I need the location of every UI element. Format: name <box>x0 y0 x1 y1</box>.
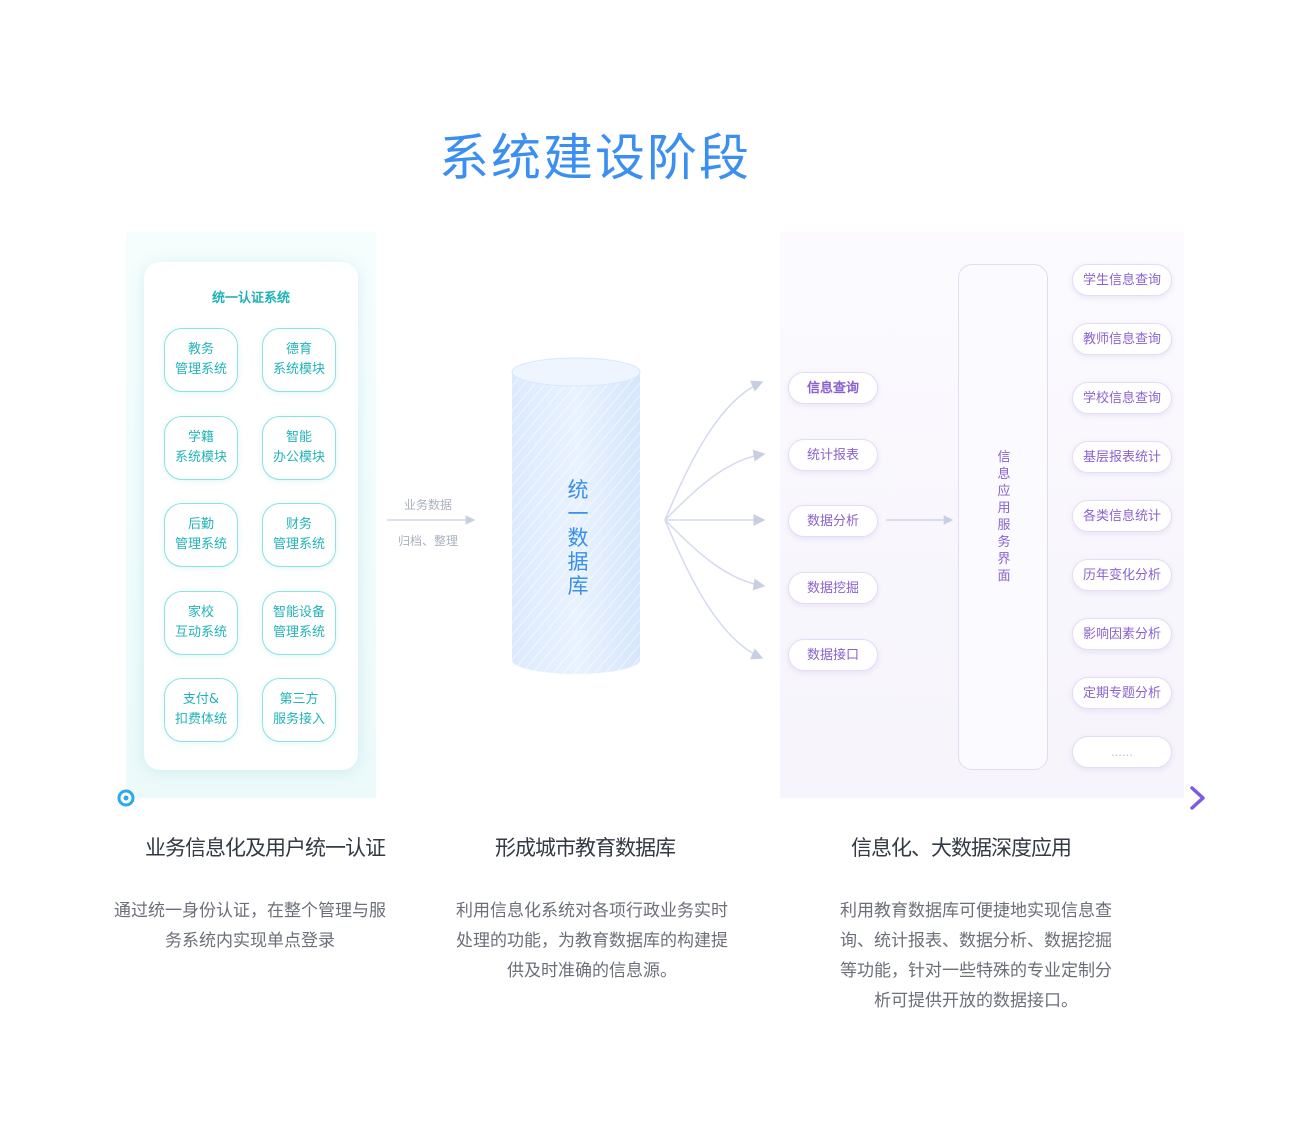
system-box-line2: 系统模块 <box>272 362 325 377</box>
timeline-start-dot-core <box>123 795 129 801</box>
database-char: 库 <box>567 574 589 598</box>
stage-title: 信息化、大数据深度应用 <box>851 836 1072 860</box>
database-char: 据 <box>567 550 589 574</box>
database-label: 统 一 数 据 库 <box>566 478 590 598</box>
flow-label-archive: 归档、整理 <box>398 534 459 548</box>
system-box-line2: 办公模块 <box>272 450 325 465</box>
function-pill: 信息查询 <box>788 372 878 404</box>
system-box-line1: 德育 <box>285 342 312 357</box>
service-label-char: 息 <box>997 467 1011 482</box>
system-box-line1: 智能 <box>285 430 312 445</box>
application-pill: 基层报表统计 <box>1072 441 1172 473</box>
system-box-line2: 服务接入 <box>272 712 325 727</box>
database-char: 数 <box>567 526 589 550</box>
application-pill: 历年变化分析 <box>1072 559 1172 591</box>
stage-description-line: 析可提供开放的数据接口。 <box>874 991 1078 1011</box>
stage-description-line: 利用信息化系统对各项行政业务实时 <box>456 901 728 921</box>
service-label-char: 面 <box>997 569 1011 584</box>
function-pill: 数据挖掘 <box>788 572 878 604</box>
system-box-line2: 管理系统 <box>272 537 325 552</box>
service-label-char: 用 <box>997 501 1011 516</box>
system-box-line1: 财务 <box>285 517 312 532</box>
system-box-line2: 系统模块 <box>174 450 227 465</box>
database-char: 一 <box>567 502 589 526</box>
application-pill-more: …… <box>1072 736 1172 768</box>
system-box-line1: 教务 <box>187 342 214 357</box>
system-box: 第三方 服务接入 <box>262 678 336 742</box>
system-box: 学籍 系统模块 <box>164 416 238 480</box>
application-pill: 教师信息查询 <box>1072 323 1172 355</box>
system-box: 财务 管理系统 <box>262 503 336 567</box>
service-label-char: 应 <box>997 484 1011 499</box>
system-box-line1: 支付& <box>182 692 220 707</box>
stage-title: 形成城市教育数据库 <box>495 836 676 860</box>
stage-description: 利用教育数据库可便捷地实现信息查 询、统计报表、数据分析、数据挖掘 等功能，针对… <box>806 896 1146 1016</box>
stage-description-line: 处理的功能，为教育数据库的构建提 <box>456 931 728 951</box>
stage-description-line: 等功能，针对一些特殊的专业定制分 <box>840 961 1112 981</box>
database-cylinder <box>511 357 641 674</box>
stage-description-line: 利用教育数据库可便捷地实现信息查 <box>840 901 1112 921</box>
system-box-line1: 后勤 <box>187 517 214 532</box>
stage-description-line: 询、统计报表、数据分析、数据挖掘 <box>840 931 1112 951</box>
stage-description: 利用信息化系统对各项行政业务实时 处理的功能，为教育数据库的构建提 供及时准确的… <box>422 896 762 986</box>
application-pill: 定期专题分析 <box>1072 677 1172 709</box>
system-box-line2: 管理系统 <box>174 362 227 377</box>
service-label-char: 务 <box>997 535 1011 550</box>
system-box: 教务 管理系统 <box>164 328 238 392</box>
stage-description-line: 供及时准确的信息源。 <box>507 961 677 981</box>
system-box-line2: 管理系统 <box>272 625 325 640</box>
fanout-curves <box>664 380 766 660</box>
system-box-line2: 管理系统 <box>174 537 227 552</box>
stage-description-line: 务系统内实现单点登录 <box>165 931 335 951</box>
service-interface-label: 信 息 应 用 服 务 界 面 <box>995 449 1013 585</box>
service-label-char: 界 <box>997 552 1011 567</box>
flow-label-business-data: 业务数据 <box>404 498 453 512</box>
timeline-arrowhead <box>1190 786 1205 810</box>
service-label-char: 信 <box>997 450 1011 465</box>
system-box: 智能 办公模块 <box>262 416 336 480</box>
stage-title: 业务信息化及用户统一认证 <box>145 836 386 860</box>
system-box-line2: 扣费体统 <box>174 712 227 727</box>
system-box-line1: 第三方 <box>279 692 319 707</box>
system-box-line2: 互动系统 <box>174 625 227 640</box>
system-box-line1: 家校 <box>187 605 214 620</box>
database-char: 统 <box>567 478 589 502</box>
system-box-line1: 学籍 <box>187 430 214 445</box>
stage-description: 通过统一身份认证，在整个管理与服 务系统内实现单点登录 <box>80 896 420 956</box>
auth-system-title: 统一认证系统 <box>211 291 290 306</box>
application-pill: 影响因素分析 <box>1072 618 1172 650</box>
function-pill: 数据分析 <box>788 505 878 537</box>
system-box: 支付& 扣费体统 <box>164 678 238 742</box>
function-pill: 统计报表 <box>788 439 878 471</box>
function-pill: 数据接口 <box>788 639 878 671</box>
system-box: 智能设备 管理系统 <box>262 591 336 655</box>
system-box: 德育 系统模块 <box>262 328 336 392</box>
system-box: 后勤 管理系统 <box>164 503 238 567</box>
service-label-char: 服 <box>997 518 1011 533</box>
application-pill: 学生信息查询 <box>1072 264 1172 296</box>
system-box: 家校 互动系统 <box>164 591 238 655</box>
application-pill: 学校信息查询 <box>1072 382 1172 414</box>
system-box-line1: 智能设备 <box>272 605 325 620</box>
page-title: 系统建设阶段 <box>439 129 751 187</box>
application-pill: 各类信息统计 <box>1072 500 1172 532</box>
stage-description-line: 通过统一身份认证，在整个管理与服 <box>114 901 386 921</box>
service-interface-panel <box>958 264 1048 770</box>
